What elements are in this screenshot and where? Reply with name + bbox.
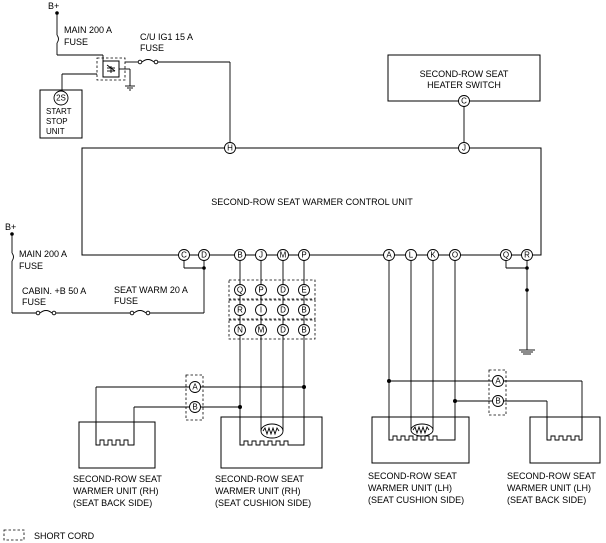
lh-back-unit-box — [529, 416, 601, 464]
cu-pin-p: P — [301, 251, 306, 260]
lh-connector-pin-b: B — [495, 397, 500, 406]
start-stop-label-1: START — [46, 107, 72, 116]
cu-pin-q: Q — [503, 251, 509, 260]
lh-back-warmer-unit: SECOND-ROW SEAT WARMER UNIT (LH) (SEAT B… — [507, 416, 601, 505]
cu-ig1-fuse-label-1: C/U IG1 15 A — [140, 32, 193, 42]
cu-pin-o: O — [452, 251, 458, 260]
seat-warm-fuse-label-1: SEAT WARM 20 A — [114, 285, 188, 295]
short-pin-r1-4: E — [301, 286, 306, 295]
lh-connector — [488, 369, 507, 416]
rh-back-warmer-unit: SECOND-ROW SEAT WARMER UNIT (RH) (SEAT B… — [73, 421, 162, 508]
start-stop-unit — [39, 89, 83, 139]
rh-cushion-unit-box — [220, 416, 323, 469]
short-pin-r3-4: B — [301, 326, 306, 335]
rh-cushion-label-1: SECOND-ROW SEAT — [215, 474, 304, 484]
cu-pin-c: C — [181, 251, 187, 260]
rh-back-label-1: SECOND-ROW SEAT — [73, 474, 162, 484]
control-unit: SECOND-ROW SEAT WARMER CONTROL UNIT H J … — [81, 142, 542, 261]
short-cord-legend-swatch — [3, 529, 25, 541]
start-stop-label-2: STOP — [46, 117, 68, 126]
control-unit-bottom-pins: C D B J M P A L K O Q R — [178, 249, 533, 261]
rh-connector — [185, 374, 204, 421]
short-pin-r3-3: D — [280, 326, 286, 335]
lh-wiring: A B — [387, 261, 583, 440]
rh-cushion-warmer-unit: SECOND-ROW SEAT WARMER UNIT (RH) (SEAT C… — [215, 416, 323, 508]
cu-pin-l: L — [409, 251, 414, 260]
main-fuse-top-label-2: FUSE — [64, 37, 88, 47]
relay-box — [96, 57, 126, 81]
main-fuse-left-label-2: FUSE — [19, 261, 43, 271]
cu-pin-k: K — [430, 251, 436, 260]
lh-cushion-unit-box — [371, 416, 470, 464]
short-pin-r2-2: I — [260, 306, 262, 315]
lh-back-label-2: WARMER UNIT (LH) — [507, 483, 591, 493]
main-fuse-left-label-1: MAIN 200 A — [19, 249, 67, 259]
legend: SHORT CORD — [3, 529, 95, 541]
rh-back-label-2: WARMER UNIT (RH) — [73, 486, 159, 496]
main-fuse-top-label-1: MAIN 200 A — [64, 25, 112, 35]
short-pin-r2-3: D — [280, 306, 286, 315]
lh-back-label-1: SECOND-ROW SEAT — [507, 471, 596, 481]
heater-switch-label-1: SECOND-ROW SEAT — [420, 69, 509, 79]
cu-pin-r: R — [524, 251, 530, 260]
control-unit-label: SECOND-ROW SEAT WARMER CONTROL UNIT — [211, 197, 413, 207]
cu-pin-d: D — [201, 251, 207, 260]
svg-text:H: H — [227, 144, 233, 153]
main-fuse-top-symbol — [56, 34, 59, 44]
rh-back-label-3: (SEAT BACK SIDE) — [73, 498, 152, 508]
short-pin-r3-2: M — [258, 326, 265, 335]
heater-switch-label-2: HEATER SWITCH — [427, 80, 501, 90]
start-stop-code: 2S — [56, 94, 66, 103]
lh-cushion-label-3: (SEAT CUSHION SIDE) — [368, 495, 464, 505]
rh-connector-pin-a: A — [192, 383, 198, 392]
cabin-fuse-label-2: FUSE — [22, 297, 46, 307]
b-plus-label-top: B+ — [48, 1, 59, 11]
rh-wiring: A B — [95, 336, 306, 445]
lh-cushion-heater-element — [388, 417, 456, 441]
short-pin-r1-1: Q — [237, 286, 243, 295]
cu-ig1-fuse-symbol — [141, 59, 155, 63]
rh-back-unit-box — [78, 421, 156, 469]
top-power-circuit: B+ MAIN 200 A FUSE C/U IG1 15 A FUSE — [39, 1, 231, 142]
lh-cushion-label-2: WARMER UNIT (LH) — [368, 483, 452, 493]
rh-back-heater-element — [95, 422, 135, 446]
lh-back-heater-element — [546, 417, 583, 441]
cu-pin-j: J — [259, 251, 263, 260]
control-unit-box — [81, 147, 542, 256]
short-pin-r1-2: P — [258, 286, 263, 295]
lh-back-label-3: (SEAT BACK SIDE) — [507, 495, 586, 505]
seat-warm-fuse-symbol — [133, 310, 147, 314]
b-plus-label-left: B+ — [5, 222, 16, 232]
cabin-fuse-symbol — [39, 310, 53, 314]
lh-cushion-label-1: SECOND-ROW SEAT — [368, 471, 457, 481]
rh-cushion-heater-element — [239, 417, 305, 446]
rh-cushion-label-3: (SEAT CUSHION SIDE) — [215, 498, 311, 508]
rh-connector-pin-b: B — [192, 403, 197, 412]
cu-pin-m: M — [280, 251, 287, 260]
svg-text:J: J — [462, 144, 466, 153]
lh-cushion-warmer-unit: SECOND-ROW SEAT WARMER UNIT (LH) (SEAT C… — [368, 416, 470, 505]
short-cord-grid: Q P D E R I D B N M D B — [228, 261, 316, 340]
cu-ig1-fuse-label-2: FUSE — [140, 43, 164, 53]
svg-text:C: C — [461, 97, 467, 106]
start-stop-code-badge — [53, 90, 69, 106]
lh-connector-pin-a: A — [495, 377, 501, 386]
left-power-circuit: B+ MAIN 200 A FUSE CABIN. +B 50 A FUSE S… — [5, 222, 206, 316]
control-unit-pin-j-top — [458, 142, 470, 154]
rh-cushion-label-2: WARMER UNIT (RH) — [215, 486, 301, 496]
short-pin-r1-3: D — [280, 286, 286, 295]
cu-pin-a: A — [386, 251, 392, 260]
short-pin-r3-1: N — [237, 326, 243, 335]
cabin-fuse-label-1: CABIN. +B 50 A — [22, 286, 86, 296]
control-unit-pin-h — [224, 142, 236, 154]
short-pin-r2-4: B — [301, 306, 306, 315]
seat-warm-fuse-label-2: FUSE — [114, 296, 138, 306]
start-stop-label-3: UNIT — [46, 127, 65, 136]
heater-switch: SECOND-ROW SEAT HEATER SWITCH C — [387, 54, 541, 142]
cu-pin-b: B — [237, 251, 242, 260]
short-pin-r2-1: R — [237, 306, 243, 315]
short-cord-legend-label: SHORT CORD — [34, 531, 95, 541]
main-fuse-left-symbol — [11, 252, 14, 262]
